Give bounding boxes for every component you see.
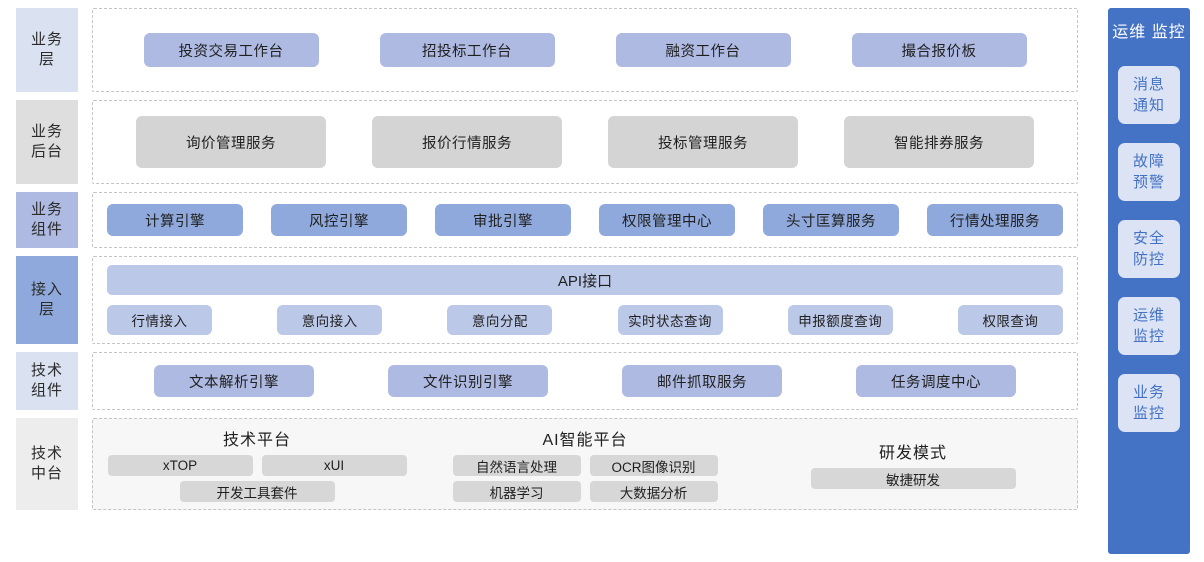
platform-item-agile-rnd[interactable]: 敏捷研发 [810, 468, 1016, 489]
layer-label-tech-midplatform: 技术 中台 [16, 418, 78, 510]
platform-item-dev-toolkit[interactable]: 开发工具套件 [179, 481, 335, 502]
ops-monitoring-title-line-2: 监控 [1151, 24, 1186, 41]
layer-item-bidding-workbench[interactable]: 招投标工作台 [379, 33, 555, 67]
layer-item-bid-management-service[interactable]: 投标管理服务 [608, 116, 798, 168]
sidebar-item-line-2: 监控 [1132, 328, 1165, 346]
layer-item-financing-workbench[interactable]: 融资工作台 [615, 33, 791, 67]
layer-body-tech-midplatform: 技术平台 xTOP xUI 开发工具套件 AI智能平台 自然语言处理 OCR图像… [92, 418, 1078, 510]
layer-label-business-backend: 业务 后台 [16, 100, 78, 184]
platform-item-big-data-analysis[interactable]: 大数据分析 [589, 481, 718, 502]
platform-item-ocr-image-recognition[interactable]: OCR图像识别 [589, 455, 718, 476]
layer-label-business-layer: 业务 层 [16, 8, 78, 92]
layer-body-business-components: 计算引擎 风控引擎 审批引擎 权限管理中心 头寸匡算服务 行情处理服务 [92, 192, 1078, 248]
layer-item-intention-allocation[interactable]: 意向分配 [447, 305, 553, 335]
layer-item-email-fetch-service[interactable]: 邮件抓取服务 [622, 365, 782, 397]
sidebar-item-line-1: 消息 [1132, 75, 1165, 93]
platform-items-rnd-mode: 敏捷研发 [810, 468, 1016, 489]
platform-item-machine-learning[interactable]: 机器学习 [452, 481, 581, 502]
access-item-row: 行情接入 意向接入 意向分配 实时状态查询 申报额度查询 权限查询 [107, 305, 1063, 335]
sidebar-item-line-1: 运维 [1132, 306, 1165, 324]
sidebar-item-line-2: 防控 [1132, 251, 1165, 269]
layer-item-approval-engine[interactable]: 审批引擎 [435, 204, 571, 236]
layer-item-quote-market-service[interactable]: 报价行情服务 [372, 116, 562, 168]
layer-row-business-layer: 业务 层 投资交易工作台 招投标工作台 融资工作台 撮合报价板 [0, 8, 1094, 92]
platform-group-tech-platform: 技术平台 xTOP xUI 开发工具套件 [93, 419, 421, 509]
layer-item-inquiry-management-service[interactable]: 询价管理服务 [136, 116, 326, 168]
layer-label-line-2: 组件 [30, 382, 63, 399]
layer-label-line-2: 组件 [30, 221, 63, 238]
layer-row-business-backend: 业务 后台 询价管理服务 报价行情服务 投标管理服务 智能排券服务 [0, 100, 1094, 184]
sidebar-item-line-2: 预警 [1132, 174, 1165, 192]
layer-row-tech-components: 技术 组件 文本解析引擎 文件识别引擎 邮件抓取服务 任务调度中心 [0, 352, 1094, 410]
layer-label-line-2: 中台 [30, 465, 63, 482]
layer-stack: 业务 层 投资交易工作台 招投标工作台 融资工作台 撮合报价板 业务 后台 询价… [0, 8, 1094, 510]
sidebar-item-line-2: 监控 [1132, 405, 1165, 423]
layer-label-line-2: 层 [38, 301, 55, 318]
ops-monitoring-panel: 运维 监控 消息 通知 故障 预警 安全 防控 运维 监控 业务 监控 [1108, 8, 1190, 554]
layer-item-task-scheduling-center[interactable]: 任务调度中心 [856, 365, 1016, 397]
platform-item-xtop[interactable]: xTOP [107, 455, 253, 476]
layer-item-text-parsing-engine[interactable]: 文本解析引擎 [154, 365, 314, 397]
platform-title-ai-platform: AI智能平台 [542, 432, 628, 449]
sidebar-item-line-1: 故障 [1132, 152, 1165, 170]
layer-item-risk-control-engine[interactable]: 风控引擎 [271, 204, 407, 236]
sidebar-item-line-1: 安全 [1132, 229, 1165, 247]
layer-label-business-components: 业务 组件 [16, 192, 78, 248]
layer-body-access-layer: API接口 行情接入 意向接入 意向分配 实时状态查询 申报额度查询 权限查询 [92, 256, 1078, 344]
ops-monitoring-title-line-1: 运维 [1112, 24, 1147, 41]
layer-item-market-data-processing-service[interactable]: 行情处理服务 [927, 204, 1063, 236]
platform-item-xui[interactable]: xUI [261, 455, 407, 476]
layer-row-tech-midplatform: 技术 中台 技术平台 xTOP xUI 开发工具套件 AI智能平台 自然语 [0, 418, 1094, 510]
layer-label-access-layer: 接入 层 [16, 256, 78, 344]
layer-item-permission-management-center[interactable]: 权限管理中心 [599, 204, 735, 236]
sidebar-item-business-monitoring[interactable]: 业务 监控 [1118, 374, 1180, 433]
sidebar-item-fault-alert[interactable]: 故障 预警 [1118, 143, 1180, 202]
layer-item-investment-trading-workbench[interactable]: 投资交易工作台 [143, 33, 319, 67]
layer-item-file-recognition-engine[interactable]: 文件识别引擎 [388, 365, 548, 397]
sidebar-item-line-1: 业务 [1132, 383, 1165, 401]
layer-label-line-2: 后台 [30, 143, 63, 160]
ops-monitoring-title: 运维 监控 [1112, 22, 1185, 44]
sidebar-item-ops-monitoring[interactable]: 运维 监控 [1118, 297, 1180, 356]
layer-item-intention-access[interactable]: 意向接入 [277, 305, 383, 335]
layer-item-declared-quota-query[interactable]: 申报额度查询 [787, 305, 893, 335]
layer-item-smart-bond-ranking-service[interactable]: 智能排券服务 [844, 116, 1034, 168]
layer-row-access-layer: 接入 层 API接口 行情接入 意向接入 意向分配 实时状态查询 申报额度查询 … [0, 256, 1094, 344]
layer-item-market-data-access[interactable]: 行情接入 [107, 305, 212, 335]
platform-item-nlp[interactable]: 自然语言处理 [452, 455, 581, 476]
sidebar-item-line-2: 通知 [1132, 97, 1165, 115]
layer-item-calculation-engine[interactable]: 计算引擎 [107, 204, 243, 236]
platform-title-tech-platform: 技术平台 [222, 432, 291, 449]
layer-label-line-1: 业务 [30, 122, 63, 140]
layer-label-line-1: 接入 [30, 280, 63, 298]
layer-item-position-estimation-service[interactable]: 头寸匡算服务 [763, 204, 899, 236]
layer-item-permission-query[interactable]: 权限查询 [957, 305, 1063, 335]
layer-label-line-2: 层 [38, 51, 55, 68]
platform-items-ai-platform: 自然语言处理 OCR图像识别 机器学习 大数据分析 [429, 455, 741, 502]
layer-body-business-backend: 询价管理服务 报价行情服务 投标管理服务 智能排券服务 [92, 100, 1078, 184]
layer-item-realtime-status-query[interactable]: 实时状态查询 [617, 305, 723, 335]
layer-label-line-1: 技术 [30, 361, 63, 379]
sidebar-item-security-control[interactable]: 安全 防控 [1118, 220, 1180, 279]
layer-item-matching-quote-board[interactable]: 撮合报价板 [851, 33, 1027, 67]
platform-title-rnd-mode: 研发模式 [878, 445, 947, 462]
sidebar-item-message-notification[interactable]: 消息 通知 [1118, 66, 1180, 125]
layer-label-line-1: 技术 [30, 444, 63, 462]
platform-group-ai-platform: AI智能平台 自然语言处理 OCR图像识别 机器学习 大数据分析 [421, 419, 749, 509]
layer-body-business-layer: 投资交易工作台 招投标工作台 融资工作台 撮合报价板 [92, 8, 1078, 92]
platform-group-rnd-mode: 研发模式 敏捷研发 [749, 419, 1077, 509]
api-interface-bar[interactable]: API接口 [107, 265, 1063, 295]
platform-items-tech-platform: xTOP xUI 开发工具套件 [101, 455, 413, 502]
layer-label-tech-components: 技术 组件 [16, 352, 78, 410]
ops-monitoring-sidebar: 运维 监控 消息 通知 故障 预警 安全 防控 运维 监控 业务 监控 [1094, 0, 1204, 562]
layer-label-line-1: 业务 [30, 200, 63, 218]
layer-label-line-1: 业务 [30, 30, 63, 48]
layer-row-business-components: 业务 组件 计算引擎 风控引擎 审批引擎 权限管理中心 头寸匡算服务 行情处理服… [0, 192, 1094, 248]
layer-body-tech-components: 文本解析引擎 文件识别引擎 邮件抓取服务 任务调度中心 [92, 352, 1078, 410]
